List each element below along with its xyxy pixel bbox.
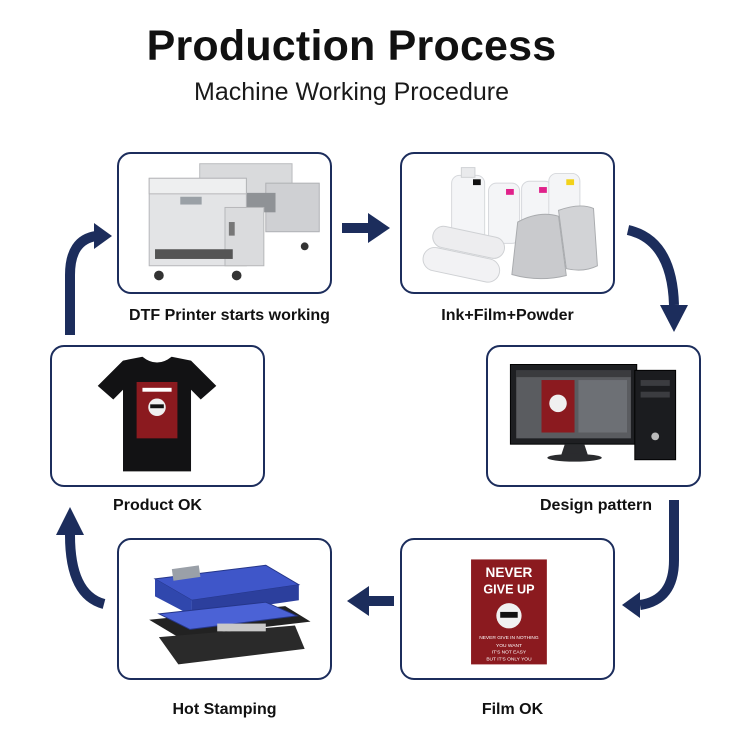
artwork-text-4: YOU WANT — [496, 643, 522, 649]
artwork-text-3: NEVER GIVE IN NOTHING — [479, 635, 539, 641]
artwork-text-6: BUT IT'S ONLY YOU — [486, 657, 532, 663]
step-label-design: Design pattern — [539, 497, 652, 514]
arrow-right-icon — [342, 213, 390, 243]
step-card-press — [117, 538, 332, 680]
arrow-left-icon — [347, 586, 394, 616]
artwork-text-2: GIVE UP — [483, 582, 534, 596]
supplies-illustration — [422, 167, 598, 283]
step-card-supplies — [400, 152, 615, 294]
page-title: Production Process — [146, 22, 557, 70]
page-subtitle: Machine Working Procedure — [194, 78, 509, 106]
step-label-press: Hot Stamping — [172, 701, 277, 718]
computer-illustration — [509, 364, 677, 462]
film-illustration: NEVER GIVE UP NEVER GIVE IN NOTHING YOU … — [471, 559, 547, 665]
tshirt-illustration — [97, 356, 217, 472]
arrow-curve-up-right-icon — [65, 231, 98, 335]
step-card-film: NEVER GIVE UP NEVER GIVE IN NOTHING YOU … — [400, 538, 615, 680]
step-label-supplies: Ink+Film+Powder — [441, 307, 574, 324]
step-label-product: Product OK — [113, 497, 202, 514]
heat-press-illustration — [149, 564, 311, 665]
artwork-text-5: IT'S NOT EASY — [492, 650, 527, 656]
step-label-film: Film OK — [481, 701, 544, 718]
printer-illustration — [148, 163, 320, 281]
arrow-curve-down-left-icon — [639, 500, 679, 610]
step-label-printer: DTF Printer starts working — [129, 307, 330, 324]
step-card-product — [50, 345, 265, 487]
arrow-curve-down-right-icon — [626, 225, 679, 306]
step-card-design — [486, 345, 701, 487]
arrow-curve-up-left-icon — [65, 534, 106, 609]
step-card-printer — [117, 152, 332, 294]
artwork-text-1: NEVER — [486, 565, 533, 580]
